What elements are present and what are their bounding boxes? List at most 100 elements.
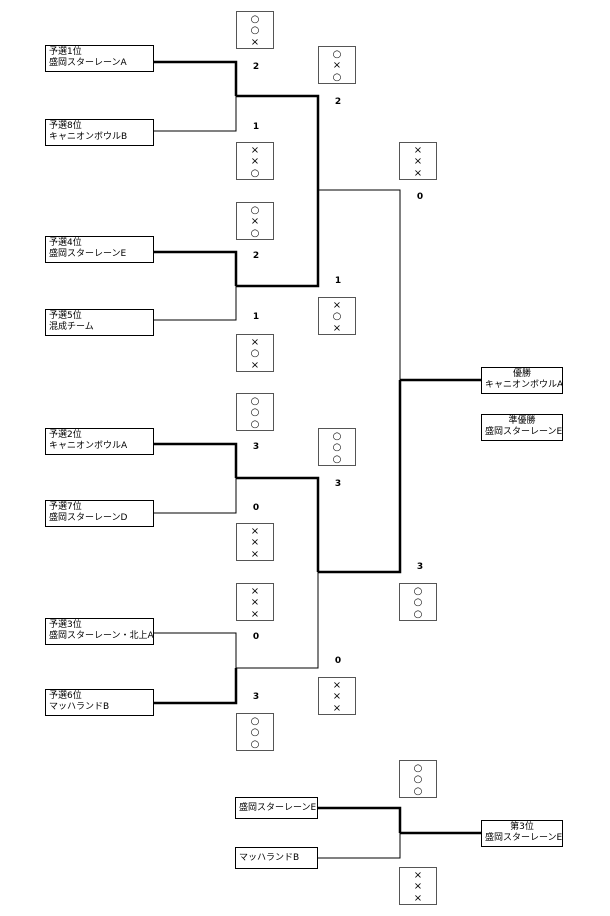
match-mark: ○ [332,442,342,454]
r1-score: 3 [252,442,260,452]
match-mark: ○ [413,608,423,620]
team-seed-label: 予選8位 [49,121,82,131]
r1-marks: ○ ○ ○ [236,393,274,431]
match-mark: ○ [413,597,423,609]
match-mark: ○ [250,418,260,430]
runner-up-title: 準優勝 [508,416,536,426]
match-mark: ○ [250,14,260,25]
r1-score: 0 [252,503,260,513]
match-mark: ○ [250,227,260,239]
r1-marks: ○ ○ × [236,11,274,49]
team-seed-4: 予選4位 盛岡スターレーンE [45,236,154,263]
match-mark: × [250,608,260,620]
match-mark: × [332,680,342,691]
team-name: 盛岡スターレーンD [49,513,128,523]
team-seed-label: 予選5位 [49,311,82,321]
r1-score: 1 [252,312,260,322]
champion-box: 優勝 キャニオンボウルA [481,367,563,394]
match-mark: ○ [250,205,260,216]
team-seed-label: 予選3位 [49,620,82,630]
final-score: 0 [416,192,424,202]
team-name: 盛岡スターレーンA [49,58,127,68]
team-seed-7: 予選7位 盛岡スターレーンD [45,500,154,527]
match-mark: × [413,156,423,168]
match-mark: ○ [250,348,260,360]
match-mark: ○ [332,71,342,83]
team-seed-6: 予選6位 マッハランドB [45,689,154,716]
r1-score: 2 [252,62,260,72]
match-mark: × [250,526,260,537]
team-seed-label: 予選4位 [49,238,82,248]
sf-score: 0 [334,656,342,666]
r1-score: 0 [252,632,260,642]
team-name: マッハランドB [239,852,300,863]
r1-marks: × ○ × [236,334,274,372]
match-mark: × [332,702,342,714]
r1-marks: × × ○ [236,142,274,180]
match-mark: × [250,145,260,156]
match-mark: ○ [413,774,423,786]
third-place-title: 第3位 [510,822,534,832]
team-seed-label: 予選2位 [49,430,82,440]
match-mark: × [250,156,260,168]
match-mark: ○ [250,167,260,179]
match-mark: × [332,300,342,311]
sf-score: 2 [334,97,342,107]
match-mark: ○ [250,727,260,739]
team-seed-1: 予選1位 盛岡スターレーンA [45,45,154,72]
sf-marks: ○ × ○ [318,46,356,84]
r1-marks: × × × [236,583,274,621]
match-mark: ○ [332,311,342,323]
team-name: 盛岡スターレーンE [49,249,127,259]
match-mark: ○ [332,453,342,465]
match-mark: × [413,870,423,881]
r1-score: 2 [252,251,260,261]
match-mark: × [250,597,260,609]
match-mark: × [250,337,260,348]
team-name: マッハランドB [49,702,110,712]
match-mark: ○ [250,716,260,727]
team-seed-2: 予選2位 キャニオンボウルA [45,428,154,455]
r1-marks: × × × [236,523,274,561]
match-mark: × [250,537,260,549]
r1-score: 3 [252,692,260,702]
team-seed-5: 予選5位 混成チーム [45,309,154,336]
third-place-team: 盛岡スターレーンE [235,797,318,819]
match-mark: ○ [413,785,423,797]
team-name: 混成チーム [49,322,94,332]
match-mark: ○ [332,49,342,60]
match-mark: ○ [250,396,260,407]
r1-marks: ○ ○ ○ [236,713,274,751]
match-mark: × [250,216,260,228]
champion-title: 優勝 [512,369,531,379]
third-place-result-box: 第3位 盛岡スターレーンE [481,820,563,847]
match-mark: × [250,36,260,48]
match-mark: × [332,60,342,72]
match-mark: × [413,167,423,179]
match-mark: × [250,548,260,560]
match-mark: × [250,586,260,597]
team-seed-3: 予選3位 盛岡スターレーン・北上A [45,618,154,645]
sf-marks: ○ ○ ○ [318,428,356,466]
match-mark: ○ [250,407,260,419]
third-place-marks: ○ ○ ○ [399,760,437,798]
r1-score: 1 [252,122,260,132]
match-mark: ○ [332,431,342,442]
match-mark: × [332,691,342,703]
match-mark: ○ [250,738,260,750]
third-place-name: 盛岡スターレーンE [485,833,563,843]
sf-marks: × × × [318,677,356,715]
sf-score: 3 [334,479,342,489]
team-seed-8: 予選8位 キャニオンボウルB [45,119,154,146]
match-mark: × [413,892,423,904]
match-mark: × [250,359,260,371]
match-mark: × [413,145,423,156]
match-mark: ○ [413,586,423,597]
team-seed-label: 予選6位 [49,691,82,701]
final-score: 3 [416,562,424,572]
final-marks: ○ ○ ○ [399,583,437,621]
team-seed-label: 予選7位 [49,502,82,512]
third-place-marks: × × × [399,867,437,905]
